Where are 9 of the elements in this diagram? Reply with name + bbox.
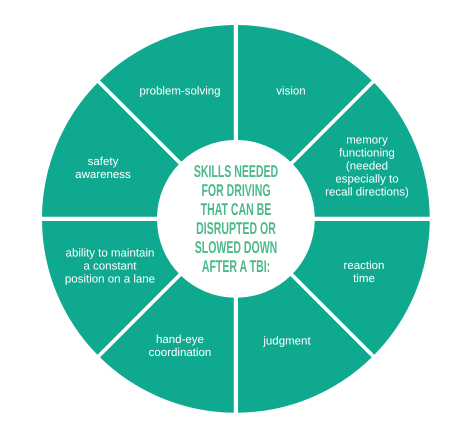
skill-label: problem-solving [138, 85, 222, 98]
skill-label: reaction time [342, 260, 386, 286]
skill-label: safety awareness [74, 156, 132, 182]
center-heading: SKILLS NEEDED FOR DRIVING THAT CAN BE DISRUPTED OR SLOWED DOWN AFTER A TBI: [192, 162, 280, 276]
skill-label: judgment [262, 335, 312, 348]
skill-label: ability to maintain a constant position on a lane [64, 248, 156, 286]
skill-label: memory functioning (needed especially to recall directions) [324, 134, 410, 200]
skill-label: hand-eye coordination [148, 334, 212, 360]
skill-label: vision [275, 85, 307, 98]
